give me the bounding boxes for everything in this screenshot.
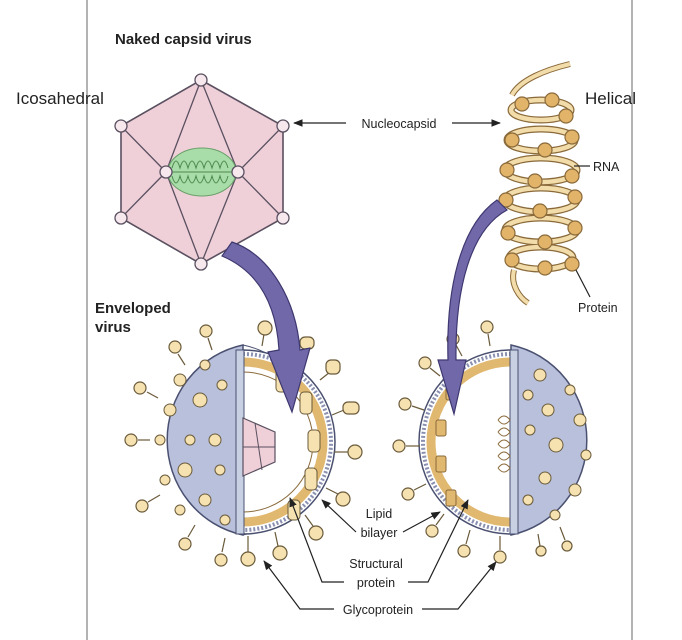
enveloped-virus-helical (392, 320, 592, 564)
structural-pointer-right (408, 499, 469, 583)
protein-pointer (575, 269, 591, 298)
rna-label: RNA (593, 160, 620, 174)
glycoprotein-pointer-left (263, 560, 334, 610)
lipid-label-line1: Lipid (366, 507, 392, 521)
right-transition-arrow (437, 199, 508, 417)
helical-nucleocapsid (498, 61, 583, 306)
structural-pointer-left (289, 497, 344, 583)
enveloped-title-line1: Enveloped (95, 300, 171, 317)
icosahedral-capsid (114, 73, 290, 271)
helical-label: Helical (585, 89, 636, 108)
glycoprotein-label: Glycoprotein (343, 603, 413, 617)
lipid-pointer-left (321, 499, 357, 533)
protein-label: Protein (578, 301, 618, 315)
naked-capsid-title: Naked capsid virus (115, 31, 252, 48)
structural-label-line2: protein (357, 576, 395, 590)
lipid-pointer-right (402, 511, 441, 533)
enveloped-virus-icosahedral (124, 320, 363, 567)
lipid-label-line2: bilayer (361, 526, 398, 540)
nucleocapsid-label: Nucleocapsid (361, 117, 436, 131)
icosahedral-label: Icosahedral (16, 89, 104, 108)
glycoprotein-pointer-right (422, 561, 497, 610)
structural-label-line1: Structural (349, 557, 403, 571)
enveloped-title-line2: virus (95, 319, 131, 336)
left-transition-arrow (221, 241, 311, 414)
